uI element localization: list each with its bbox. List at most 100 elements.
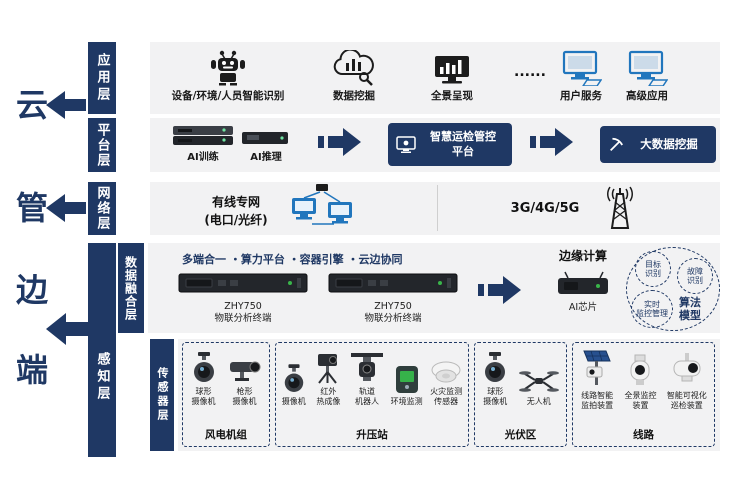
- device-name: ZHY750: [224, 301, 262, 312]
- sensor-item: 火灾监测 传感器: [430, 349, 462, 406]
- sensor-group-pv-area: 球形 摄像机 无人机 光伏区: [474, 342, 567, 447]
- bar-perception-label: 感知层: [94, 352, 110, 403]
- ai-chip-label: AI芯片: [568, 302, 598, 313]
- ptz-camera-icon: [667, 349, 707, 389]
- sensor-item: 球形 摄像机: [482, 349, 508, 406]
- sensor-item: 无人机: [518, 359, 559, 407]
- drone-icon: [518, 359, 559, 395]
- bar-fusion-label: 数据融合层: [123, 255, 138, 321]
- solar-monitor-icon: [580, 349, 614, 389]
- smart-inspection-platform-box: 智慧运检管控 平台: [388, 123, 512, 166]
- network-divider: [437, 185, 438, 231]
- env-monitor-icon: [391, 359, 423, 395]
- fusion-layer-row: 多端合一 ・算力平台 ・容器引擎 ・云边协同 ZHY750 物联分析终端 ZHY…: [148, 243, 720, 333]
- edge-left-arrow-icon: [46, 313, 88, 345]
- bar-application-layer: 应用层: [88, 42, 116, 114]
- sensor-item: 红外 热成像: [313, 349, 343, 406]
- ai-chip-icon: [550, 268, 616, 302]
- layer-char-terminal: 端: [16, 351, 49, 389]
- algorithm-model-title: 算法 模型: [679, 296, 701, 323]
- sensor-item-label: 火灾监测 传感器: [430, 387, 463, 406]
- bar-network-label: 网络层: [94, 186, 110, 231]
- fusion-features-label: 多端合一 ・算力平台 ・容器引擎 ・云边协同: [182, 253, 403, 266]
- sensor-group-title: 光伏区: [504, 429, 537, 441]
- sensor-item-label: 智能可视化 巡检装置: [666, 391, 707, 410]
- big-data-mining-box: 大数据挖掘: [600, 126, 716, 163]
- app-item-label: 数据挖掘: [333, 90, 375, 102]
- big-data-mining-label: 大数据挖掘: [640, 136, 698, 151]
- platform-server-label: AI推理: [250, 152, 282, 163]
- bar-network-layer: 网络层: [88, 182, 116, 235]
- app-item-advanced-apps: 高级应用: [612, 48, 682, 103]
- app-item-recognition: 设备/环境/人员智能识别: [168, 48, 288, 103]
- sensor-item-label: 摄像机: [281, 396, 306, 406]
- layer-char-cloud: 云: [16, 86, 49, 124]
- sensor-item-label: 枪形 摄像机: [232, 387, 257, 406]
- application-layer-row: 设备/环境/人员智能识别 数据挖掘: [150, 42, 720, 114]
- bar-platform-layer: 平台层: [88, 118, 116, 172]
- sensor-item: 全景监控 装置: [624, 349, 656, 410]
- dome-camera-icon: [191, 349, 217, 385]
- cloud-mining-icon: [308, 48, 400, 86]
- device-desc: 物联分析终端: [364, 312, 422, 324]
- sensor-item: 环境监测: [391, 359, 423, 407]
- edge-server-icon: [236, 126, 296, 148]
- platform-ai-inference: AI推理: [236, 126, 296, 164]
- sensor-item-label: 无人机: [526, 396, 551, 406]
- bar-platform-label: 平台层: [94, 122, 110, 168]
- sensor-item-label: 全景监控 装置: [624, 391, 657, 410]
- flow-arrow-icon: [318, 128, 361, 156]
- sensor-layer-row: 球形 摄像机 枪形 摄像机 风电机组: [178, 339, 720, 451]
- sensor-group-title: 风电机组: [205, 429, 247, 441]
- layer-char-pipe: 管: [16, 189, 49, 227]
- app-item-label: 用户服务: [560, 90, 602, 102]
- iot-terminal-icon: [178, 273, 308, 293]
- algo-realtime-monitoring: 实时 监控管理: [631, 290, 673, 328]
- bullet-camera-icon: [228, 349, 262, 385]
- sensor-item: 枪形 摄像机: [228, 349, 262, 406]
- platform-monitor-icon: [396, 135, 416, 153]
- thermal-camera-icon: [313, 349, 343, 385]
- wireless-network-label: 3G/4G/5G: [510, 201, 580, 216]
- rail-robot-icon: [350, 349, 383, 385]
- signal-tower-icon: [607, 186, 633, 229]
- iot-terminal-device-2: ZHY750 物联分析终端: [326, 269, 460, 325]
- sensor-item-label: 轨道 机器人: [354, 387, 379, 406]
- cloud-left-arrow-icon: [46, 91, 86, 119]
- bar-application-label: 应用层: [94, 52, 110, 104]
- device-desc: 物联分析终端: [214, 312, 272, 324]
- server-stack-icon: [162, 122, 244, 148]
- bar-perception-layer: 感知层: [88, 243, 116, 457]
- smart-inspection-platform-label: 智慧运检管控 平台: [430, 129, 496, 158]
- edge-computing-title: 边缘计算: [558, 249, 607, 263]
- flow-arrow-icon: [530, 128, 573, 156]
- sensor-group-booster-station: 摄像机 红外 热成像: [275, 342, 469, 447]
- platform-server-label: AI训练: [187, 152, 219, 163]
- sensor-item: 线路智能 监拍装置: [580, 349, 614, 410]
- device-name: ZHY750: [374, 301, 412, 312]
- algorithm-model-cluster: 目标 识别 故障 识别 实时 监控管理 算法 模型: [626, 247, 720, 331]
- ellipsis-text: ......: [514, 64, 546, 80]
- app-item-label: 设备/环境/人员智能识别: [171, 90, 285, 102]
- dome-camera-icon: [482, 349, 508, 385]
- bar-fusion-layer: 数据融合层: [118, 243, 144, 333]
- sensor-item: 智能可视化 巡检装置: [667, 349, 707, 410]
- app-item-data-mining: 数据挖掘: [308, 48, 400, 103]
- iot-terminal-device-1: ZHY750 物联分析终端: [176, 269, 310, 325]
- sensor-group-title: 升压站: [356, 429, 388, 441]
- sensor-item-label: 线路智能 监拍装置: [581, 391, 614, 410]
- bar-sensor-label: 传感器层: [156, 367, 169, 423]
- algo-target-recognition: 目标 识别: [635, 251, 671, 287]
- network-layer-row: 有线专网 (电口/光纤) 3G/4G/5G: [150, 182, 720, 235]
- pipe-left-arrow-icon: [46, 194, 86, 222]
- algo-fault-recognition: 故障 识别: [677, 258, 713, 294]
- monitor-chart-icon: [410, 48, 494, 86]
- sensor-item: 球形 摄像机: [191, 349, 217, 406]
- sensor-item-label: 球形 摄像机: [191, 387, 216, 406]
- wired-network-icon: [292, 184, 352, 225]
- app-item-label: 全景呈现: [431, 90, 473, 102]
- wired-network-label: 有线专网 (电口/光纤): [204, 195, 268, 227]
- sensor-item-label: 环境监测: [390, 396, 423, 406]
- desktop-icon: [612, 48, 682, 86]
